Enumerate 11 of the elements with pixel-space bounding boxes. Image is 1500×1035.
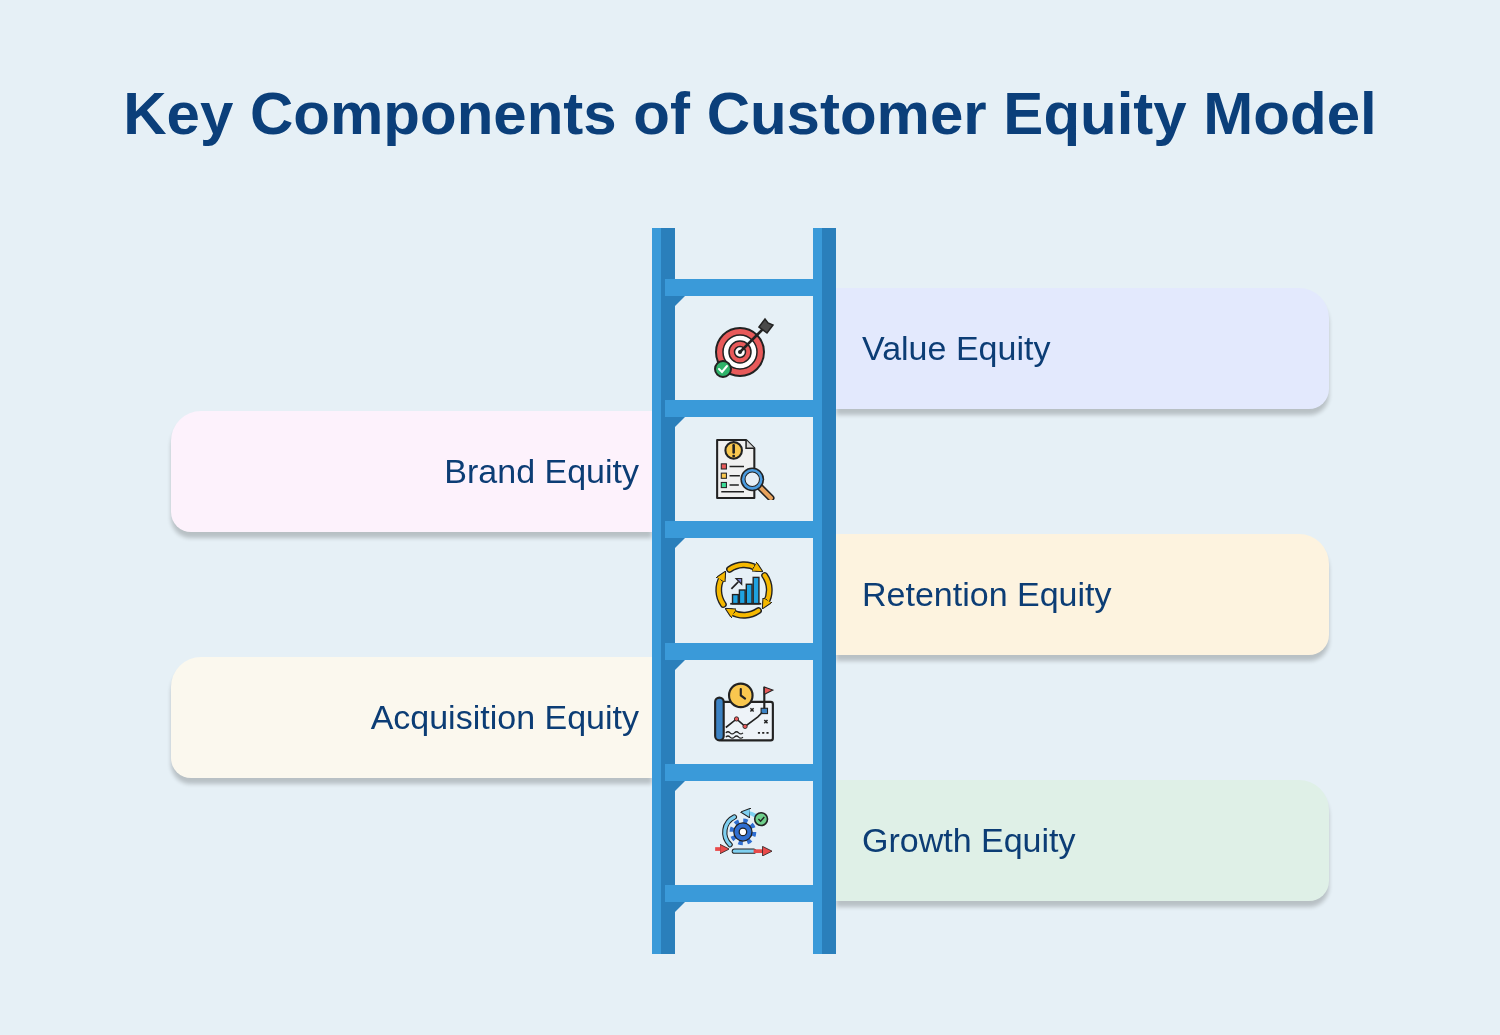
title: Key Components of Customer Equity Model [123, 79, 1377, 149]
component-card [171, 411, 652, 532]
component-card [836, 534, 1329, 655]
card-label: Growth Equity [862, 820, 1076, 861]
card-label: Brand Equity [444, 451, 639, 492]
card-label: Acquisition Equity [370, 697, 639, 738]
component-card [836, 288, 1329, 409]
component-card [836, 780, 1329, 901]
card-label: Retention Equity [862, 574, 1112, 615]
component-card [171, 657, 652, 778]
card-label: Value Equity [862, 328, 1051, 369]
